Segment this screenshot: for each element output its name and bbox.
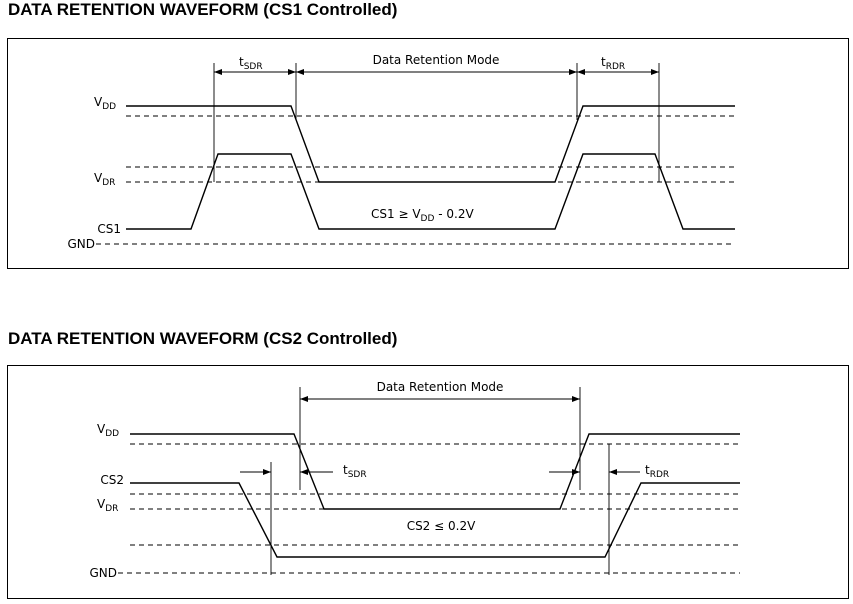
diagram1-title-prefix: DATA RETENTION WAVEFORM ( xyxy=(8,0,269,19)
diagram1-tsdr-label: tSDR xyxy=(239,55,263,72)
diagram2-gnd-label: GND xyxy=(89,566,117,580)
diagram2-vdr-label: VDR xyxy=(97,497,118,514)
diagram1-cs1-waveform xyxy=(126,153,735,230)
diagram2-trdr-arrowhead-right xyxy=(609,469,617,475)
diagram2-tsdr-arrowhead-right xyxy=(300,469,308,475)
diagram1-trdr-arrowhead-right xyxy=(651,69,659,75)
diagram1-mode-label: Data Retention Mode xyxy=(373,53,500,67)
diagram1-vdd-label: VDD xyxy=(94,95,116,112)
diagram2-cs2-waveform xyxy=(130,482,740,558)
diagram1-trdr-arrowhead-left xyxy=(577,69,585,75)
diagram1-cs1-label: CS1 xyxy=(97,222,121,236)
diagram2-title: DATA RETENTION WAVEFORM (CS2 Controlled) xyxy=(8,329,398,348)
diagram2-frame xyxy=(7,365,849,599)
diagram2-waveforms: Data Retention Mode tSDR tRDR VDD CS2 VD… xyxy=(89,380,740,580)
diagram1-mode-arrowhead-left xyxy=(296,69,304,75)
diagram2-vdd-waveform xyxy=(130,433,740,510)
diagram1-frame xyxy=(7,38,849,269)
diagram2-mode-label: Data Retention Mode xyxy=(377,380,504,394)
diagram1-vdd-waveform xyxy=(126,105,735,183)
diagram2-tsdr-arrowhead-left xyxy=(263,469,271,475)
diagram2-tsdr-label: tSDR xyxy=(343,463,367,480)
diagram1-vdr-label: VDR xyxy=(94,171,115,188)
diagram1-mode-arrowhead-right xyxy=(569,69,577,75)
diagram1-title: DATA RETENTION WAVEFORM (CS1 Controlled) xyxy=(8,0,397,20)
diagram2-mode-arrowhead-left xyxy=(300,396,308,402)
diagram1-gnd-label: GND xyxy=(67,237,95,251)
diagram1-trdr-label: tRDR xyxy=(601,55,625,72)
diagram1-waveforms: tSDR Data Retention Mode tRDR VDD VDR CS… xyxy=(67,53,735,251)
diagram2-mode-arrowhead-right xyxy=(572,396,580,402)
diagram1-title-suffix: Controlled) xyxy=(302,0,398,19)
diagram2-trdr-arrowhead-left xyxy=(572,469,580,475)
diagram2-trdr-label: tRDR xyxy=(645,463,669,480)
diagram1-tsdr-arrowhead-left xyxy=(214,69,222,75)
diagram1-tsdr-arrowhead-right xyxy=(288,69,296,75)
diagram1-condition-label: CS1 ≥ VDD - 0.2V xyxy=(371,207,474,224)
diagram2-vdd-label: VDD xyxy=(97,422,119,439)
diagram2-condition-label: CS2 ≤ 0.2V xyxy=(407,519,476,533)
diagram1-title-overlined-signal: CS1 xyxy=(268,0,303,19)
diagram2-cs2-label: CS2 xyxy=(100,473,124,487)
